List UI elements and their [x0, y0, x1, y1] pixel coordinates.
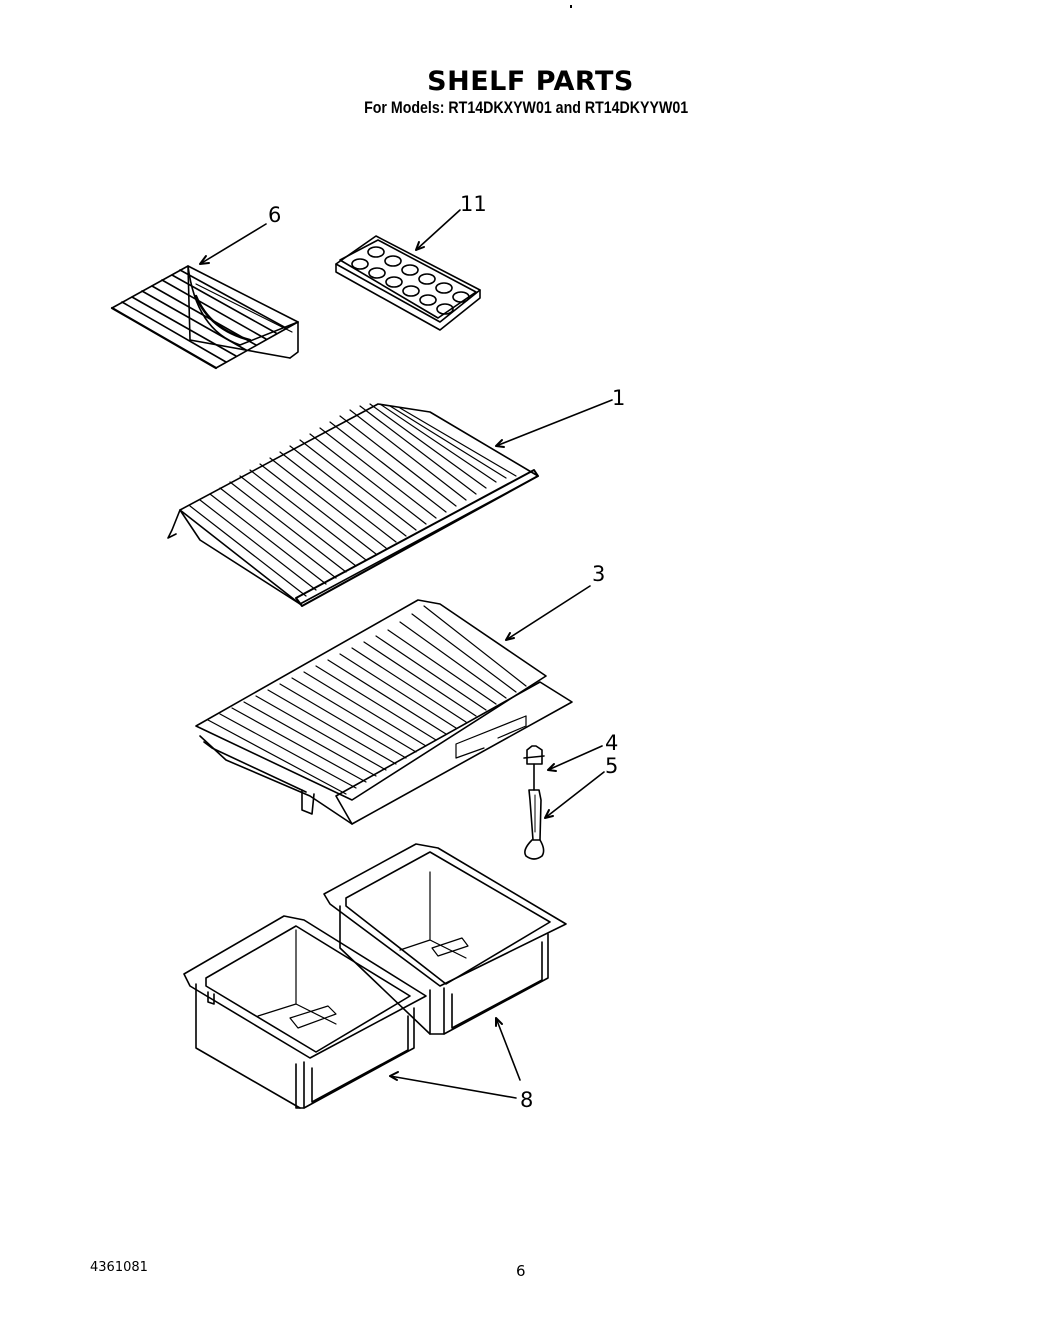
leader-arrowhead-8b: [496, 1018, 502, 1026]
control-shaft-5-drawing: [525, 790, 544, 859]
wire-shelf-1-drawing: [168, 404, 538, 606]
ice-tray-11-drawing: [336, 236, 480, 330]
callout-3: 3: [592, 562, 606, 586]
callout-4: 4: [605, 731, 619, 755]
leader-arrowhead-3: [506, 633, 514, 640]
callout-1: 1: [612, 386, 626, 410]
page-title: SHELF PARTS: [427, 66, 634, 97]
leader-line-8b: [496, 1018, 520, 1080]
leader-arrowhead-1: [496, 440, 504, 447]
leader-line-11: [416, 210, 460, 250]
leader-line-4: [548, 746, 602, 770]
models-subtitle: For Models: RT14DKXYW01 and RT14DKYYW01: [364, 99, 689, 117]
callout-6: 6: [268, 203, 282, 227]
leader-arrowhead-6: [200, 256, 209, 264]
leader-line-3: [506, 586, 590, 640]
leader-line-1: [496, 400, 612, 446]
leader-arrowhead-5: [545, 810, 553, 818]
leader-line-8a: [390, 1076, 516, 1098]
leader-line-6: [200, 224, 266, 264]
leader-arrowhead-11: [416, 242, 424, 250]
wire-shelf-6-drawing: [112, 266, 298, 368]
document-number: 4361081: [90, 1260, 148, 1275]
control-knob-4-drawing: [524, 746, 544, 790]
page-number: 6: [516, 1262, 526, 1280]
crisper-drawer-back-drawing: [324, 844, 566, 1034]
leader-arrowhead-4: [548, 764, 556, 771]
callout-8: 8: [520, 1088, 534, 1112]
crisper-cover-3-drawing: [196, 600, 572, 824]
leader-arrowhead-8a: [390, 1072, 398, 1080]
crisper-drawer-front-drawing: [184, 916, 426, 1108]
callout-5: 5: [605, 754, 619, 778]
scan-speck: [570, 5, 572, 8]
callout-11: 11: [460, 192, 487, 216]
leader-line-5: [545, 772, 604, 818]
